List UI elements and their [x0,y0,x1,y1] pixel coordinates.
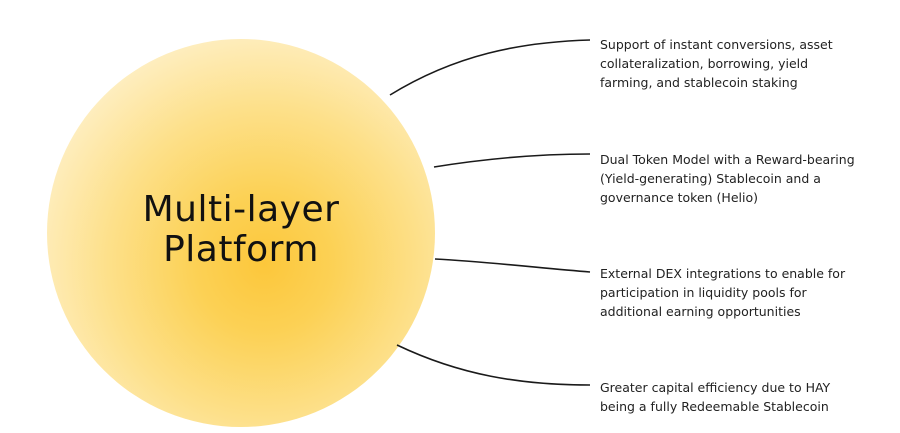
connector-line-2 [433,153,591,168]
platform-title-line1: Multi-layer [142,189,340,230]
feature-text-dex-integrations: External DEX integrations to enable for … [600,266,846,319]
connector-line-3 [434,258,591,273]
connector-line-1 [389,39,591,96]
platform-circle [47,39,435,427]
feature-text-conversions: Support of instant conversions, asset co… [600,37,833,90]
platform-title-line2: Platform [163,229,319,270]
connector-line-4 [396,344,591,386]
feature-text-dual-token: Dual Token Model with a Reward-bearing (… [600,152,855,205]
feature-text-capital-efficiency: Greater capital efficiency due to HAY be… [600,380,831,414]
platform-title: Multi-layer Platform [47,190,435,270]
